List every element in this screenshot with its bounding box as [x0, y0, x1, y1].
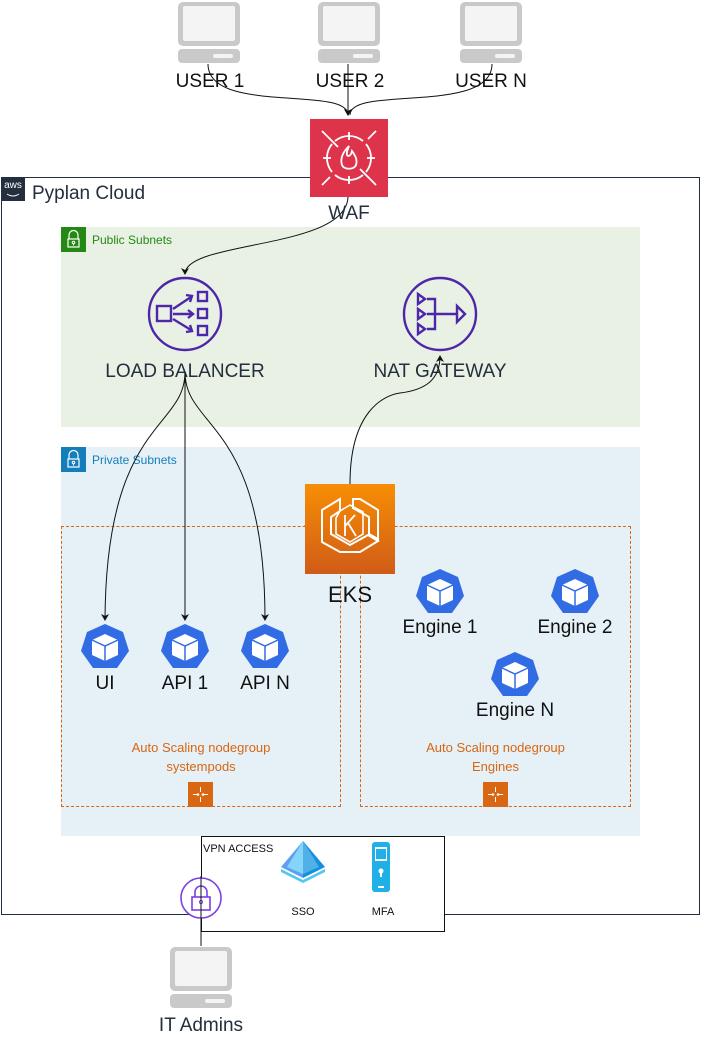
private-subnet-lock-icon — [61, 447, 86, 472]
nat-gateway-label: NAT GATEWAY — [373, 361, 507, 382]
cloud-title: Pyplan Cloud — [32, 183, 146, 204]
load-balancer-node — [146, 275, 224, 353]
kubernetes-pod-icon — [491, 652, 539, 696]
kubernetes-pod-icon — [81, 624, 129, 668]
eks-kubernetes-icon — [321, 497, 380, 553]
pod-ui-label: UI — [95, 673, 115, 694]
user-1-label: USER 1 — [175, 71, 245, 92]
mfa-label: MFA — [371, 906, 395, 918]
azure-ad-sso-icon — [281, 841, 325, 883]
kubernetes-pod-icon — [161, 624, 209, 668]
public-subnet-lock-icon — [61, 227, 86, 252]
eks-node — [305, 484, 395, 574]
kubernetes-pod-icon — [416, 569, 464, 613]
public-subnets-label: Public Subnets — [92, 233, 173, 247]
pod-ui — [80, 623, 130, 671]
pod-engine-n — [490, 651, 540, 699]
pod-engine-1 — [415, 568, 465, 616]
user-n-label: USER N — [455, 71, 527, 92]
mobile-lock-mfa-icon — [372, 842, 390, 892]
desktop-computer-icon — [170, 947, 232, 1008]
user-n — [459, 1, 523, 65]
aws-smile-icon — [6, 193, 20, 197]
user-2 — [317, 1, 381, 65]
padlock-icon — [180, 876, 222, 920]
waf-label: WAF — [328, 203, 370, 224]
nat-gateway-node — [401, 275, 479, 353]
pod-api-n — [240, 623, 290, 671]
mfa-node — [371, 841, 391, 893]
kubernetes-pod-icon — [551, 569, 599, 613]
waf-node — [310, 119, 388, 197]
vpn-lock-node — [179, 876, 223, 920]
desktop-computer-icon — [318, 2, 380, 63]
auto-scaling-icon — [188, 782, 213, 807]
pod-engine-2 — [550, 568, 600, 616]
pod-engine-2-label: Engine 2 — [537, 617, 613, 638]
private-subnets-label: Private Subnets — [92, 453, 177, 467]
user-1 — [177, 1, 241, 65]
it-admins-label: IT Admins — [158, 1015, 244, 1036]
auto-scaling-icon — [483, 782, 508, 807]
vpn-access-label: VPN ACCESS — [203, 843, 274, 855]
pod-api-1-label: API 1 — [161, 673, 209, 694]
nodegroup-engines-label: Auto Scaling nodegroup Engines — [426, 740, 565, 774]
pod-engine-1-label: Engine 1 — [402, 617, 478, 638]
pod-api-1 — [160, 623, 210, 671]
nat-gateway-icon — [402, 276, 478, 352]
user-2-label: USER 2 — [315, 71, 385, 92]
sso-node — [279, 840, 327, 884]
pod-api-n-label: API N — [240, 673, 290, 694]
nodegroup-systempods-label: Auto Scaling nodegroup systempods — [131, 740, 271, 774]
desktop-computer-icon — [178, 2, 240, 63]
sso-label: SSO — [291, 906, 315, 918]
elastic-load-balancer-icon — [147, 276, 223, 352]
pod-engine-n-label: Engine N — [475, 700, 555, 721]
desktop-computer-icon — [460, 2, 522, 63]
load-balancer-label: LOAD BALANCER — [105, 361, 265, 382]
kubernetes-pod-icon — [241, 624, 289, 668]
waf-firewall-icon — [321, 130, 377, 186]
eks-label: EKS — [327, 582, 373, 607]
vpn-access-group — [201, 836, 445, 932]
aws-logo-badge: aws — [1, 177, 25, 201]
it-admins-computer — [169, 946, 233, 1010]
